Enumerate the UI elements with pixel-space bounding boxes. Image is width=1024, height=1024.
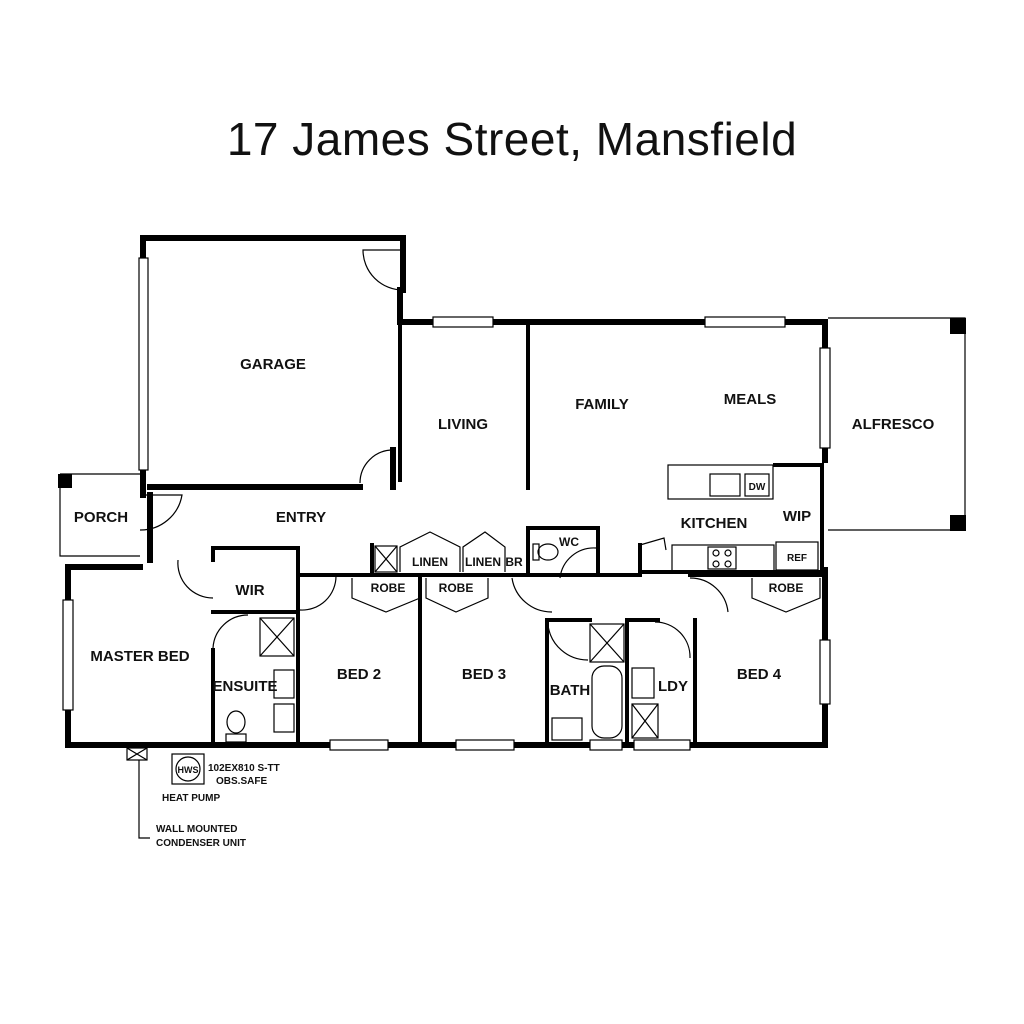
porch <box>58 473 183 557</box>
br-label: BR <box>505 555 523 569</box>
condenser-label-2: CONDENSER UNIT <box>156 838 246 849</box>
alfresco-label: ALFRESCO <box>852 416 935 433</box>
family-label: FAMILY <box>575 396 629 413</box>
ref-label: REF <box>787 553 807 564</box>
ensuite-label: ENSUITE <box>212 678 277 695</box>
bed-4-label: BED 4 <box>737 666 782 683</box>
garage-access-door <box>359 249 404 484</box>
wir-label: WIR <box>235 582 264 599</box>
robe-units <box>351 578 821 613</box>
kitchen-fittings <box>667 464 819 572</box>
windows <box>62 316 831 751</box>
linen-cabinets <box>374 531 506 573</box>
master-bed-label: MASTER BED <box>90 648 189 665</box>
living-label: LIVING <box>438 416 488 433</box>
porch-label: PORCH <box>74 509 128 526</box>
heat-pump-label: HEAT PUMP <box>162 793 220 804</box>
bed-2-label: BED 2 <box>337 666 381 683</box>
interior-walls <box>211 320 827 747</box>
wip-label: WIP <box>783 508 811 525</box>
robe-label-3: ROBE <box>769 581 804 595</box>
exterior-services <box>126 747 205 839</box>
hws-label: HWS <box>178 765 199 775</box>
meals-label: MEALS <box>724 391 777 408</box>
garage-label: GARAGE <box>240 356 306 373</box>
wet-area-fittings <box>225 543 659 743</box>
page-title: 17 James Street, Mansfield <box>226 113 798 165</box>
alfresco <box>828 317 966 531</box>
entry-label: ENTRY <box>276 509 326 526</box>
hws-spec-2: OBS.SAFE <box>216 776 267 787</box>
bed-3-label: BED 3 <box>462 666 506 683</box>
bath-label: BATH <box>550 682 591 699</box>
garage-door-opening <box>138 257 149 471</box>
wc-label: WC <box>559 535 579 549</box>
linen-label-2: LINEN <box>465 555 501 569</box>
condenser-label-1: WALL MOUNTED <box>156 824 237 835</box>
kitchen-label: KITCHEN <box>681 515 748 532</box>
robe-label-1: ROBE <box>371 581 406 595</box>
linen-label-1: LINEN <box>412 555 448 569</box>
robe-label-2: ROBE <box>439 581 474 595</box>
interior-doors <box>177 537 729 661</box>
ldy-label: LDY <box>658 678 688 695</box>
garage-walls <box>140 235 406 498</box>
dw-label: DW <box>749 482 766 493</box>
hws-spec-1: 102EX810 S-TT <box>208 763 280 774</box>
